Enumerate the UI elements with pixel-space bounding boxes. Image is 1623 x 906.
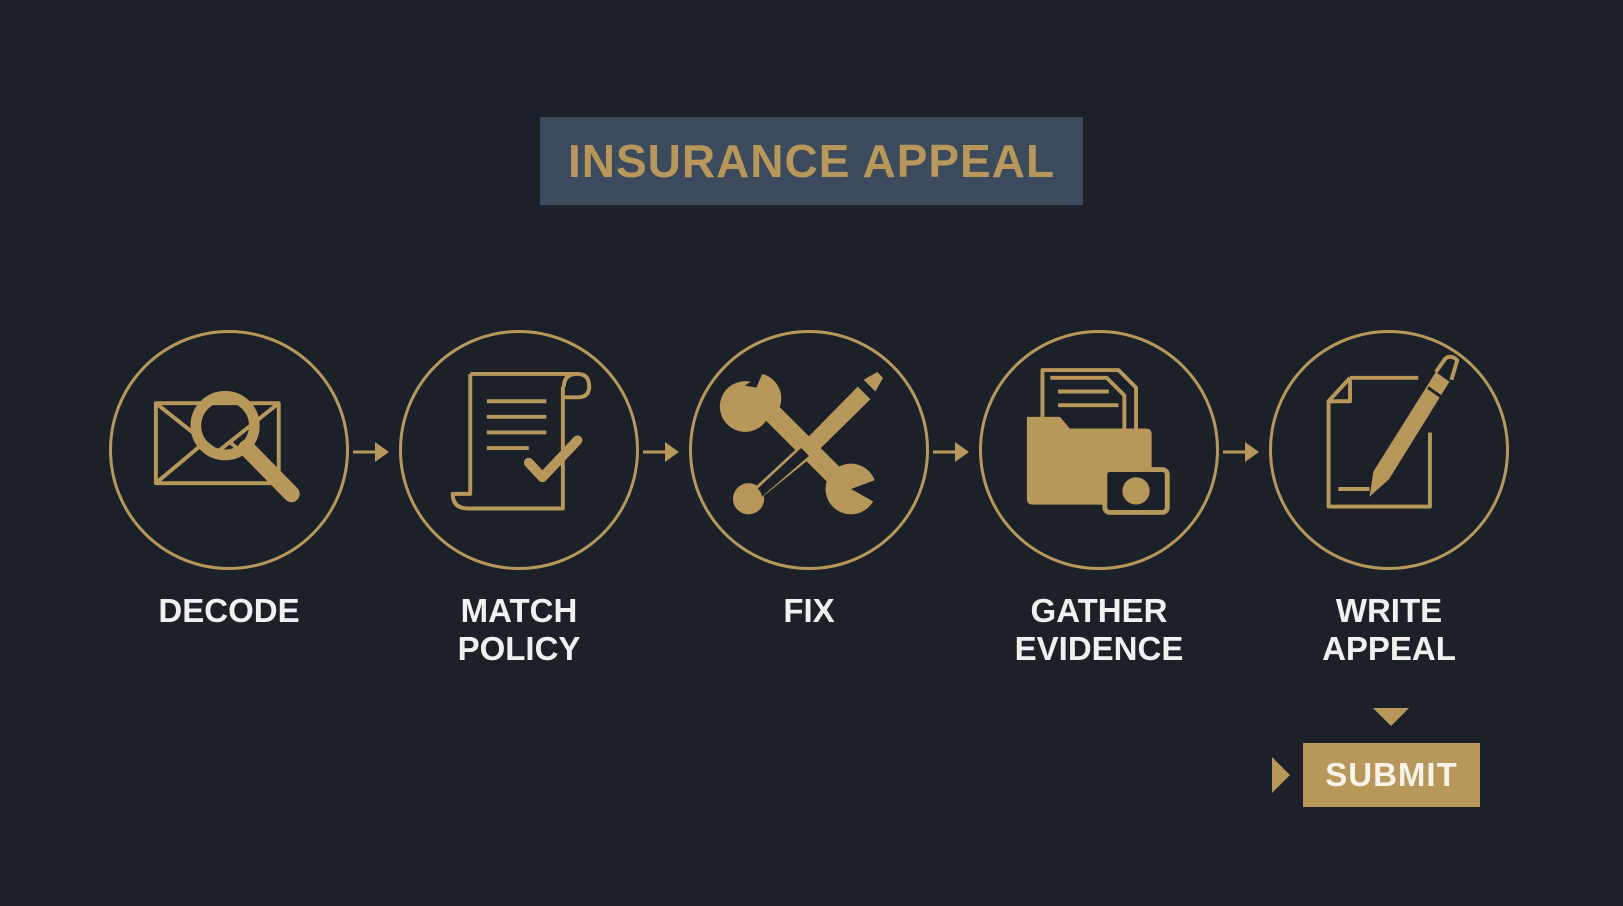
envelope-magnifier-icon	[153, 391, 300, 503]
arrow-right-icon	[643, 442, 679, 462]
step-label-match-policy: MATCH POLICY	[457, 592, 581, 667]
arrow-right-icon	[1223, 442, 1259, 462]
step-label-fix: FIX	[783, 592, 835, 629]
step-gather-evidence	[979, 330, 1219, 570]
submit-button[interactable]: SUBMIT	[1303, 743, 1480, 807]
document-pen-icon	[1326, 354, 1460, 509]
step-write-appeal	[1269, 330, 1509, 570]
page-title: INSURANCE APPEAL	[567, 135, 1056, 187]
folder-camera-icon	[1026, 368, 1170, 515]
title-banner: INSURANCE APPEAL	[540, 117, 1083, 205]
step-label-decode: DECODE	[158, 592, 300, 629]
step-decode	[109, 330, 349, 570]
step-match-policy	[399, 330, 639, 570]
wrench-screwdriver-icon	[719, 372, 884, 515]
arrow-down-icon	[1373, 708, 1409, 726]
step-label-gather-evidence: GATHER EVIDENCE	[1014, 592, 1184, 667]
policy-document-check-icon	[450, 372, 592, 511]
arrow-right-icon	[933, 442, 969, 462]
step-label-write-appeal: WRITE APPEAL	[1322, 592, 1456, 667]
arrow-right-icon	[1272, 757, 1290, 793]
arrow-right-icon	[353, 442, 389, 462]
step-fix	[689, 330, 929, 570]
